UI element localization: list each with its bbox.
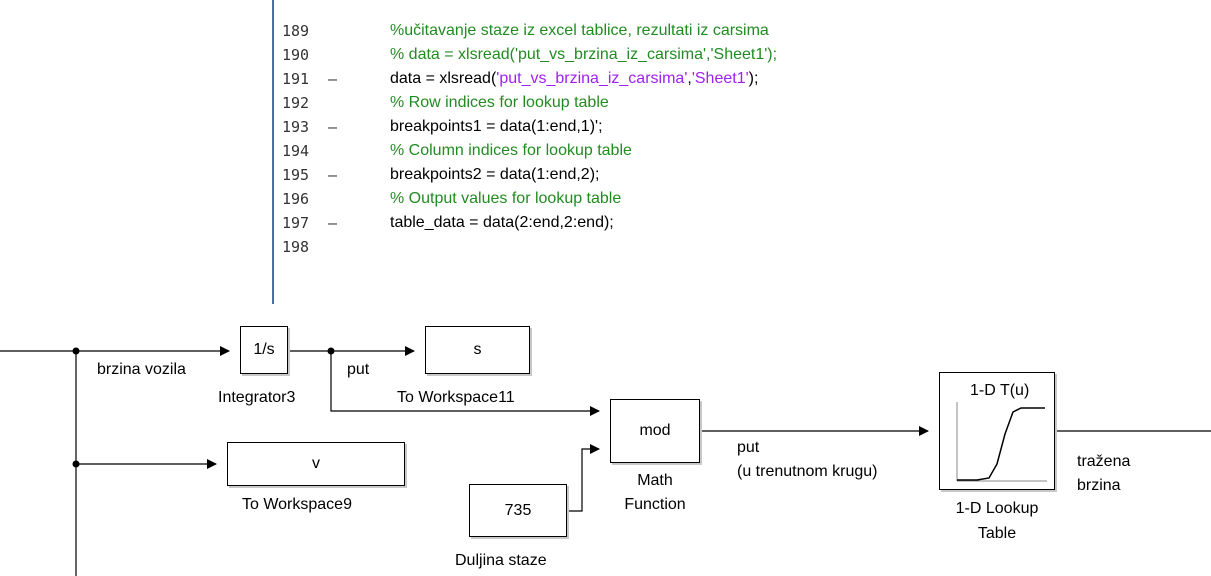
wire-to-mod-upper [330,351,600,416]
code-line[interactable]: 191 — data = xlsread('put_vs_brzina_iz_car… [270,67,970,91]
code-text: breakpoints2 = data(1:end,2); [390,163,599,187]
integrator-block[interactable]: 1/s [240,326,288,374]
junction-dot [327,347,335,355]
junction-dot [72,347,80,355]
line-number: 192 [282,94,310,112]
code-text: % Row indices for lookup table [390,91,609,115]
lookup-table-block[interactable]: 1-D T(u) [939,372,1055,490]
signal-label-out-1: tražena [1077,453,1131,470]
code-token-normal: breakpoints1 = data(1:end,1)'; [390,118,603,135]
to-workspace11-block[interactable]: s [425,326,530,374]
breakpoint-marker[interactable]: — [328,166,338,184]
signal-label-brzina: brzina vozila [97,361,186,378]
wire-const-to-mod [567,444,600,512]
code-token-comment: % Column indices for lookup table [390,142,632,159]
ws9-text: v [312,455,320,472]
line-number: 198 [282,238,310,256]
line-number: 196 [282,190,310,208]
to-workspace9-block[interactable]: v [227,442,405,486]
junction-dot [72,460,80,468]
code-text: % Output values for lookup table [390,187,621,211]
code-token-normal: breakpoints2 = data(1:end,2); [390,166,600,183]
code-line[interactable]: 198 [270,235,970,259]
code-line[interactable]: 190 % data = xlsread('put_vs_brzina_iz_ca… [270,43,970,67]
code-line[interactable]: 197 — table_data = data(2:end,2:end); [270,211,970,235]
integrator-text: 1/s [253,341,275,358]
lookup-name-1: 1-D Lookup [955,500,1039,517]
lookup-title: 1-D T(u) [970,382,1030,399]
breakpoint-marker[interactable]: — [328,214,338,232]
signal-label-out-2: brzina [1077,477,1121,494]
code-token-string: 'put_vs_brzina_iz_carsima' [496,70,688,87]
code-text: % Column indices for lookup table [390,139,632,163]
line-number: 189 [282,22,310,40]
code-token-comment: % Row indices for lookup table [390,94,609,111]
gutter-border [272,0,274,304]
code-line[interactable]: 195 — breakpoints2 = data(1:end,2); [270,163,970,187]
signal-label-put-mod-1: put [737,439,760,456]
line-number: 195 [282,166,310,184]
math-function-block[interactable]: mod [610,399,700,463]
code-token-comment: %učitavanje staze iz excel tablice, rezu… [390,22,769,39]
constant-name: Duljina staze [455,552,547,569]
signal-label-put: put [347,361,370,378]
signal-lines [0,346,1211,576]
code-token-normal: data = xlsread( [390,70,497,87]
mod-text: mod [639,422,671,439]
math-function-name-1: Math [637,472,673,489]
const-text: 735 [504,502,532,519]
code-token-normal: ); [748,70,759,87]
code-token-comment: % Output values for lookup table [390,190,622,207]
lookup-curve-icon [956,402,1047,482]
code-text: data = xlsread('put_vs_brzina_iz_carsima… [390,67,758,91]
code-text: % data = xlsread('put_vs_brzina_iz_carsi… [390,43,777,67]
to-workspace9-name: To Workspace9 [242,496,352,513]
line-number: 193 [282,118,310,136]
code-token-normal: , [687,70,692,87]
code-text: table_data = data(2:end,2:end); [390,211,614,235]
integrator-name: Integrator3 [218,389,296,406]
code-editor[interactable]: 189 %učitavanje staze iz excel tablice, r… [270,0,970,304]
line-number: 191 [282,70,310,88]
lookup-name-2: Table [977,525,1017,542]
code-token-comment: % data = xlsread('put_vs_brzina_iz_carsi… [390,46,778,63]
code-line[interactable]: 194 % Column indices for lookup table [270,139,970,163]
code-token-string: 'Sheet1' [691,70,749,87]
breakpoint-marker[interactable]: — [328,70,338,88]
code-text: breakpoints1 = data(1:end,1)'; [390,115,603,139]
to-workspace11-name: To Workspace11 [397,389,515,406]
code-token-normal: table_data = data(2:end,2:end); [390,214,614,231]
code-line[interactable]: 196 % Output values for lookup table [270,187,970,211]
code-text: %učitavanje staze iz excel tablice, rezu… [390,19,769,43]
signal-label-put-mod-2: (u trenutnom krugu) [737,463,878,480]
constant-block[interactable]: 735 [469,484,567,537]
code-line[interactable]: 189 %učitavanje staze iz excel tablice, r… [270,19,970,43]
line-number: 194 [282,142,310,160]
math-function-name-2: Function [624,496,686,513]
code-line[interactable]: 193 — breakpoints1 = data(1:end,1)'; [270,115,970,139]
simulink-diagram[interactable]: 1/s Integrator3 s To Workspace11 v To Wo… [0,304,1211,576]
ws11-text: s [473,341,482,358]
line-number: 197 [282,214,310,232]
line-number: 190 [282,46,310,64]
breakpoint-marker[interactable]: — [328,118,338,136]
code-line[interactable]: 192 % Row indices for lookup table [270,91,970,115]
